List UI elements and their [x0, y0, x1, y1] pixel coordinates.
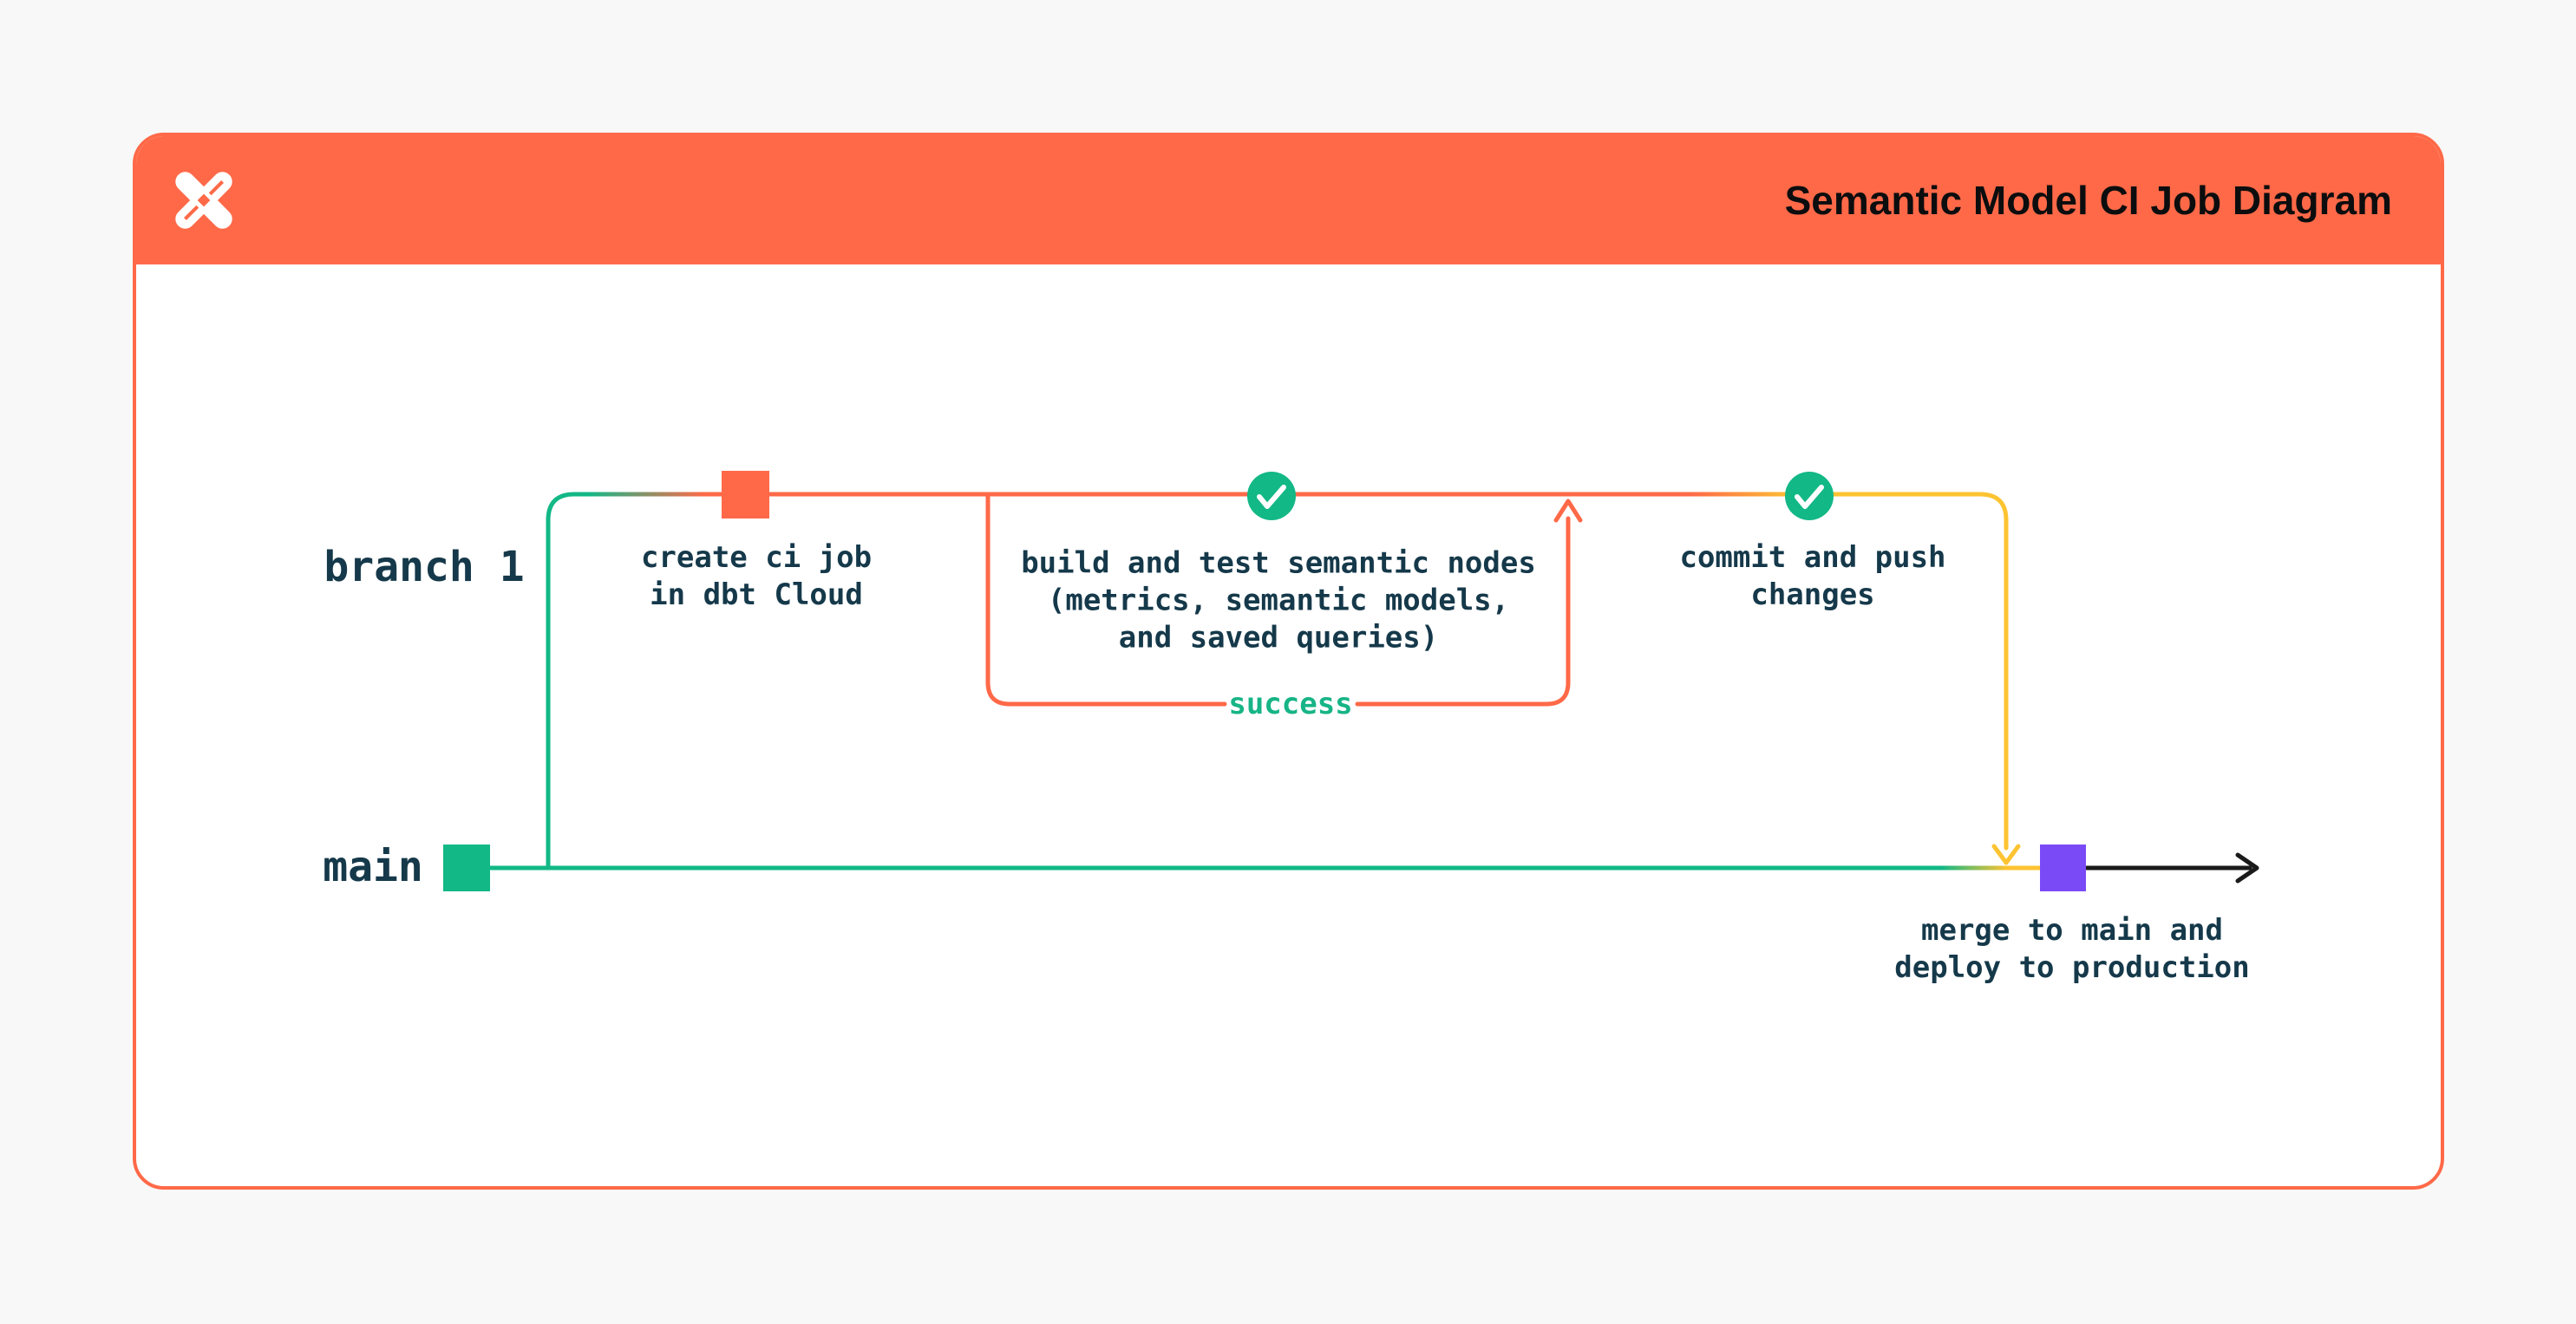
main-label: main — [323, 843, 423, 891]
merge-deploy-label: merge to main and deploy to production — [1894, 913, 2250, 985]
dbt-logo-icon — [175, 172, 232, 229]
diagram-card: Semantic Model CI Job Diagram — [133, 133, 2444, 1190]
card-header: Semantic Model CI Job Diagram — [136, 136, 2441, 264]
success-label: success — [1228, 687, 1353, 721]
create-ci-job-label: create ci job in dbt Cloud — [640, 540, 873, 612]
branch-1-label: branch 1 — [324, 543, 525, 591]
page-title: Semantic Model CI Job Diagram — [1784, 178, 2392, 223]
commit-push-label: commit and push changes — [1679, 540, 1946, 612]
build-test-label: build and test semantic nodes (metrics, … — [1021, 545, 1536, 655]
